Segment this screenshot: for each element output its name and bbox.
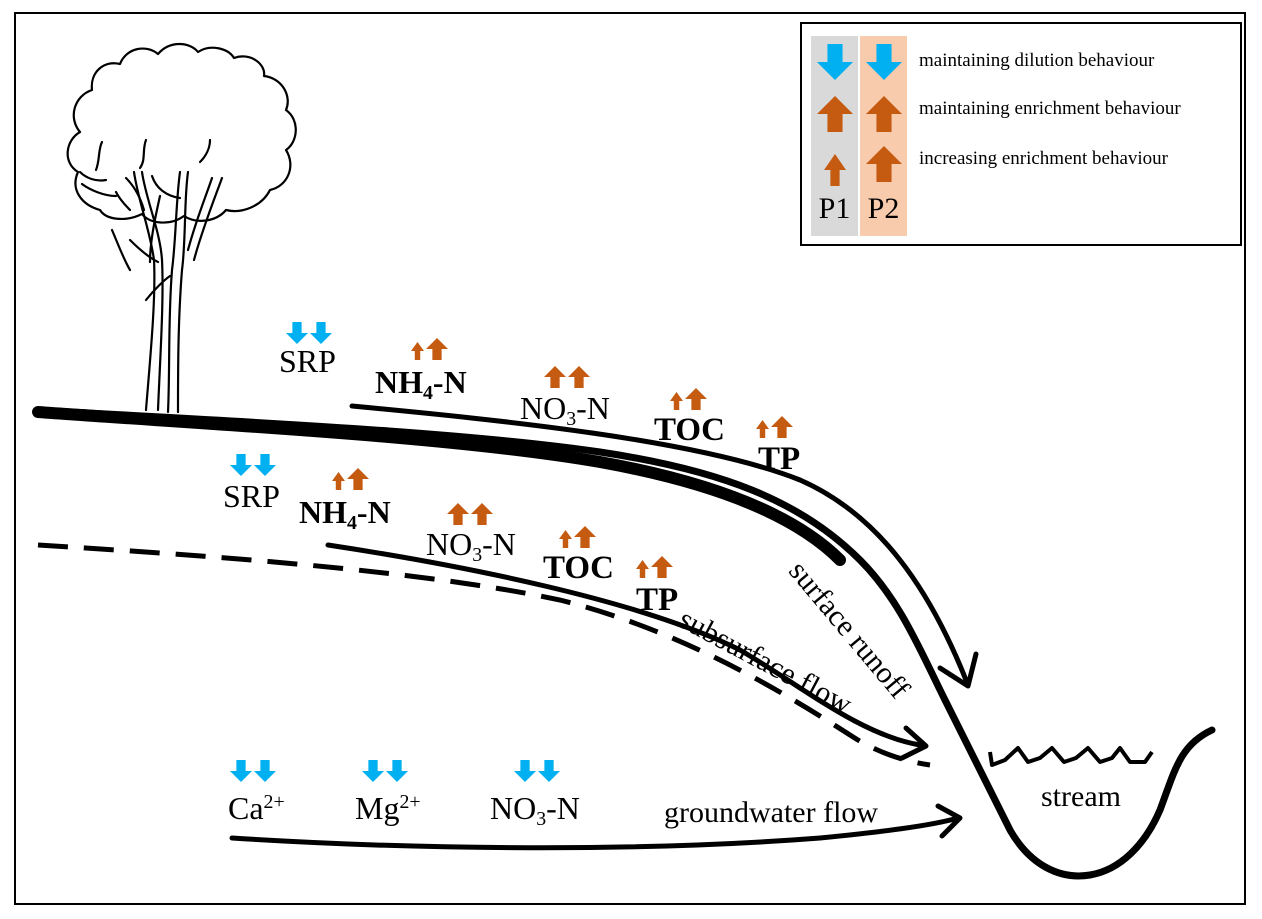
solute-label-no3n-surface: NO3-N <box>520 390 610 430</box>
groundwater-flow-arrow <box>229 815 961 851</box>
water-table-dashed-line <box>37 542 931 768</box>
toc-surface-arrows <box>670 388 707 410</box>
dilution-arrow-icon <box>310 322 332 344</box>
small-enrichment-arrow-icon <box>756 420 769 438</box>
dilution-arrow-icon <box>254 454 276 476</box>
solute-label-toc-surface: TOC <box>654 412 725 448</box>
dilution-arrow-icon <box>230 760 252 782</box>
legend-label-increasing-enrichment: increasing enrichment behaviour <box>919 148 1169 169</box>
solute-label-nh4n-subsurface: NH4-N <box>299 494 391 534</box>
tp-subsurface-arrows <box>636 556 673 578</box>
tp-surface-arrows <box>756 416 793 438</box>
legend-dilution-arrow-icon-p2 <box>866 44 902 80</box>
legend-small-enrichment-arrow-icon-p1 <box>824 154 846 186</box>
enrichment-arrow-icon <box>447 503 469 525</box>
legend-p2-label: P2 <box>867 192 900 225</box>
solute-label-no3n-subsurface: NO3-N <box>426 526 516 566</box>
legend-dilution-arrow-icon-p1 <box>817 44 853 80</box>
solute-label-ca-groundwater: Ca2+ <box>228 790 285 826</box>
solute-label-tp-subsurface: TP <box>636 582 679 618</box>
toc-subsurface-arrows <box>559 526 596 548</box>
dilution-arrow-icon <box>514 760 536 782</box>
solute-label-no3n-groundwater: NO3-N <box>490 790 580 830</box>
tree-icon <box>66 42 297 414</box>
solute-label-nh4n-surface: NH4-N <box>375 364 467 404</box>
groundwater-flow-label: groundwater flow <box>664 796 879 829</box>
ground-surface-line <box>34 406 1216 880</box>
solute-label-srp-surface: SRP <box>279 343 336 379</box>
nh4-surface-arrows <box>411 338 448 360</box>
ground-surface-thick <box>32 406 846 566</box>
solute-label-tp-surface: TP <box>758 441 801 477</box>
enrichment-arrow-icon <box>574 526 596 548</box>
no3-subsurface-arrows <box>447 503 493 525</box>
subsurface-flow-arrow <box>325 542 923 748</box>
surface-runoff-arrowhead <box>937 651 979 689</box>
no3-groundwater-arrows <box>514 760 560 782</box>
small-enrichment-arrow-icon <box>332 472 345 490</box>
stream-water-waves-icon <box>988 746 1154 767</box>
enrichment-arrow-icon <box>544 366 566 388</box>
enrichment-arrow-icon <box>685 388 707 410</box>
legend-label-maintaining-dilution: maintaining dilution behaviour <box>919 50 1155 71</box>
enrichment-arrow-icon <box>568 366 590 388</box>
solute-label-mg-groundwater: Mg2+ <box>355 790 421 826</box>
small-enrichment-arrow-icon <box>636 560 649 578</box>
enrichment-arrow-icon <box>471 503 493 525</box>
no3-surface-arrows <box>544 366 590 388</box>
legend-enrichment-arrow-icon-p1 <box>817 96 853 132</box>
dilution-arrow-icon <box>386 760 408 782</box>
legend: P1 P2 maintaining dilution behaviour mai… <box>800 22 1242 246</box>
srp-surface-arrows <box>286 322 332 344</box>
nh4-subsurface-arrows <box>332 468 369 490</box>
small-enrichment-arrow-icon <box>559 530 572 548</box>
dilution-arrow-icon <box>254 760 276 782</box>
dilution-arrow-icon <box>286 322 308 344</box>
solute-label-toc-subsurface: TOC <box>543 550 614 586</box>
ca-groundwater-arrows <box>230 760 276 782</box>
enrichment-arrow-icon <box>651 556 673 578</box>
legend-column-p1: P1 <box>811 36 858 236</box>
legend-column-p2: P2 <box>860 36 907 236</box>
dilution-arrow-icon <box>538 760 560 782</box>
dilution-arrow-icon <box>362 760 384 782</box>
small-enrichment-arrow-icon <box>411 342 424 360</box>
small-enrichment-arrow-icon <box>670 392 683 410</box>
legend-enrichment-arrow-icon-p2b <box>866 146 902 182</box>
solute-label-srp-subsurface: SRP <box>223 478 280 514</box>
groundwater-flow-arrowhead <box>935 803 963 839</box>
dilution-arrow-icon <box>230 454 252 476</box>
legend-label-maintaining-enrichment: maintaining enrichment behaviour <box>919 98 1181 119</box>
legend-enrichment-arrow-icon-p2 <box>866 96 902 132</box>
mg-groundwater-arrows <box>362 760 408 782</box>
subsurface-flow-arrowhead <box>899 725 929 761</box>
figure-frame <box>14 12 1246 905</box>
enrichment-arrow-icon <box>771 416 793 438</box>
surface-runoff-arrow <box>349 403 969 683</box>
enrichment-arrow-icon <box>347 468 369 490</box>
enrichment-arrow-icon <box>426 338 448 360</box>
legend-p1-label: P1 <box>818 192 851 225</box>
stream-label: stream <box>1041 780 1121 813</box>
srp-subsurface-arrows <box>230 454 276 476</box>
